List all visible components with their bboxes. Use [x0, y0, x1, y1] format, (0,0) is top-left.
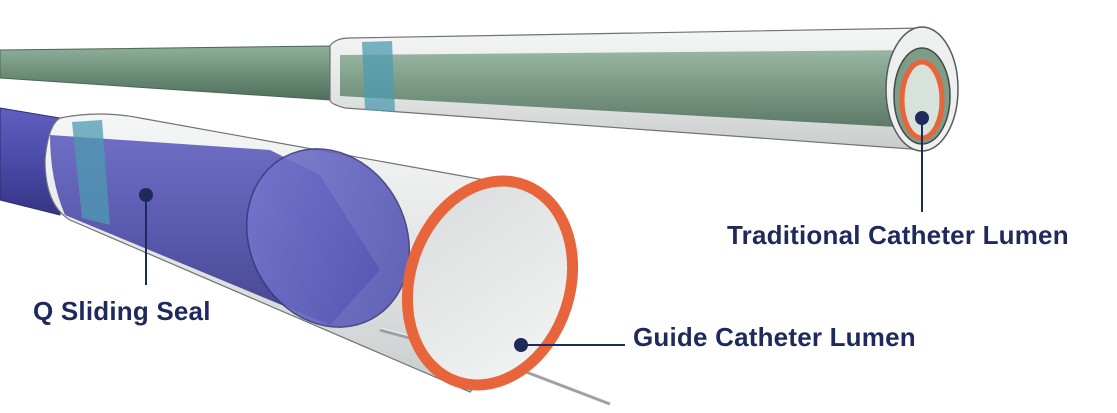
teal-band-upper	[362, 41, 395, 112]
teal-band-lower	[72, 120, 110, 225]
blue-shaft	[0, 107, 61, 216]
green-inner-shaft	[340, 50, 915, 128]
guide-catheter	[0, 107, 625, 406]
guide-catheter-lumen-label: Guide Catheter Lumen	[633, 322, 916, 352]
guide-lumen-interior	[409, 183, 571, 383]
blue-seal-face	[245, 148, 411, 328]
green-shaft	[0, 45, 331, 101]
q-sliding-seal-label: Q Sliding Seal	[33, 296, 211, 326]
guide-lumen-ring	[401, 175, 579, 391]
traditional-catheter-lumen-label: Traditional Catheter Lumen	[727, 220, 1069, 250]
traditional-catheter	[0, 26, 959, 212]
